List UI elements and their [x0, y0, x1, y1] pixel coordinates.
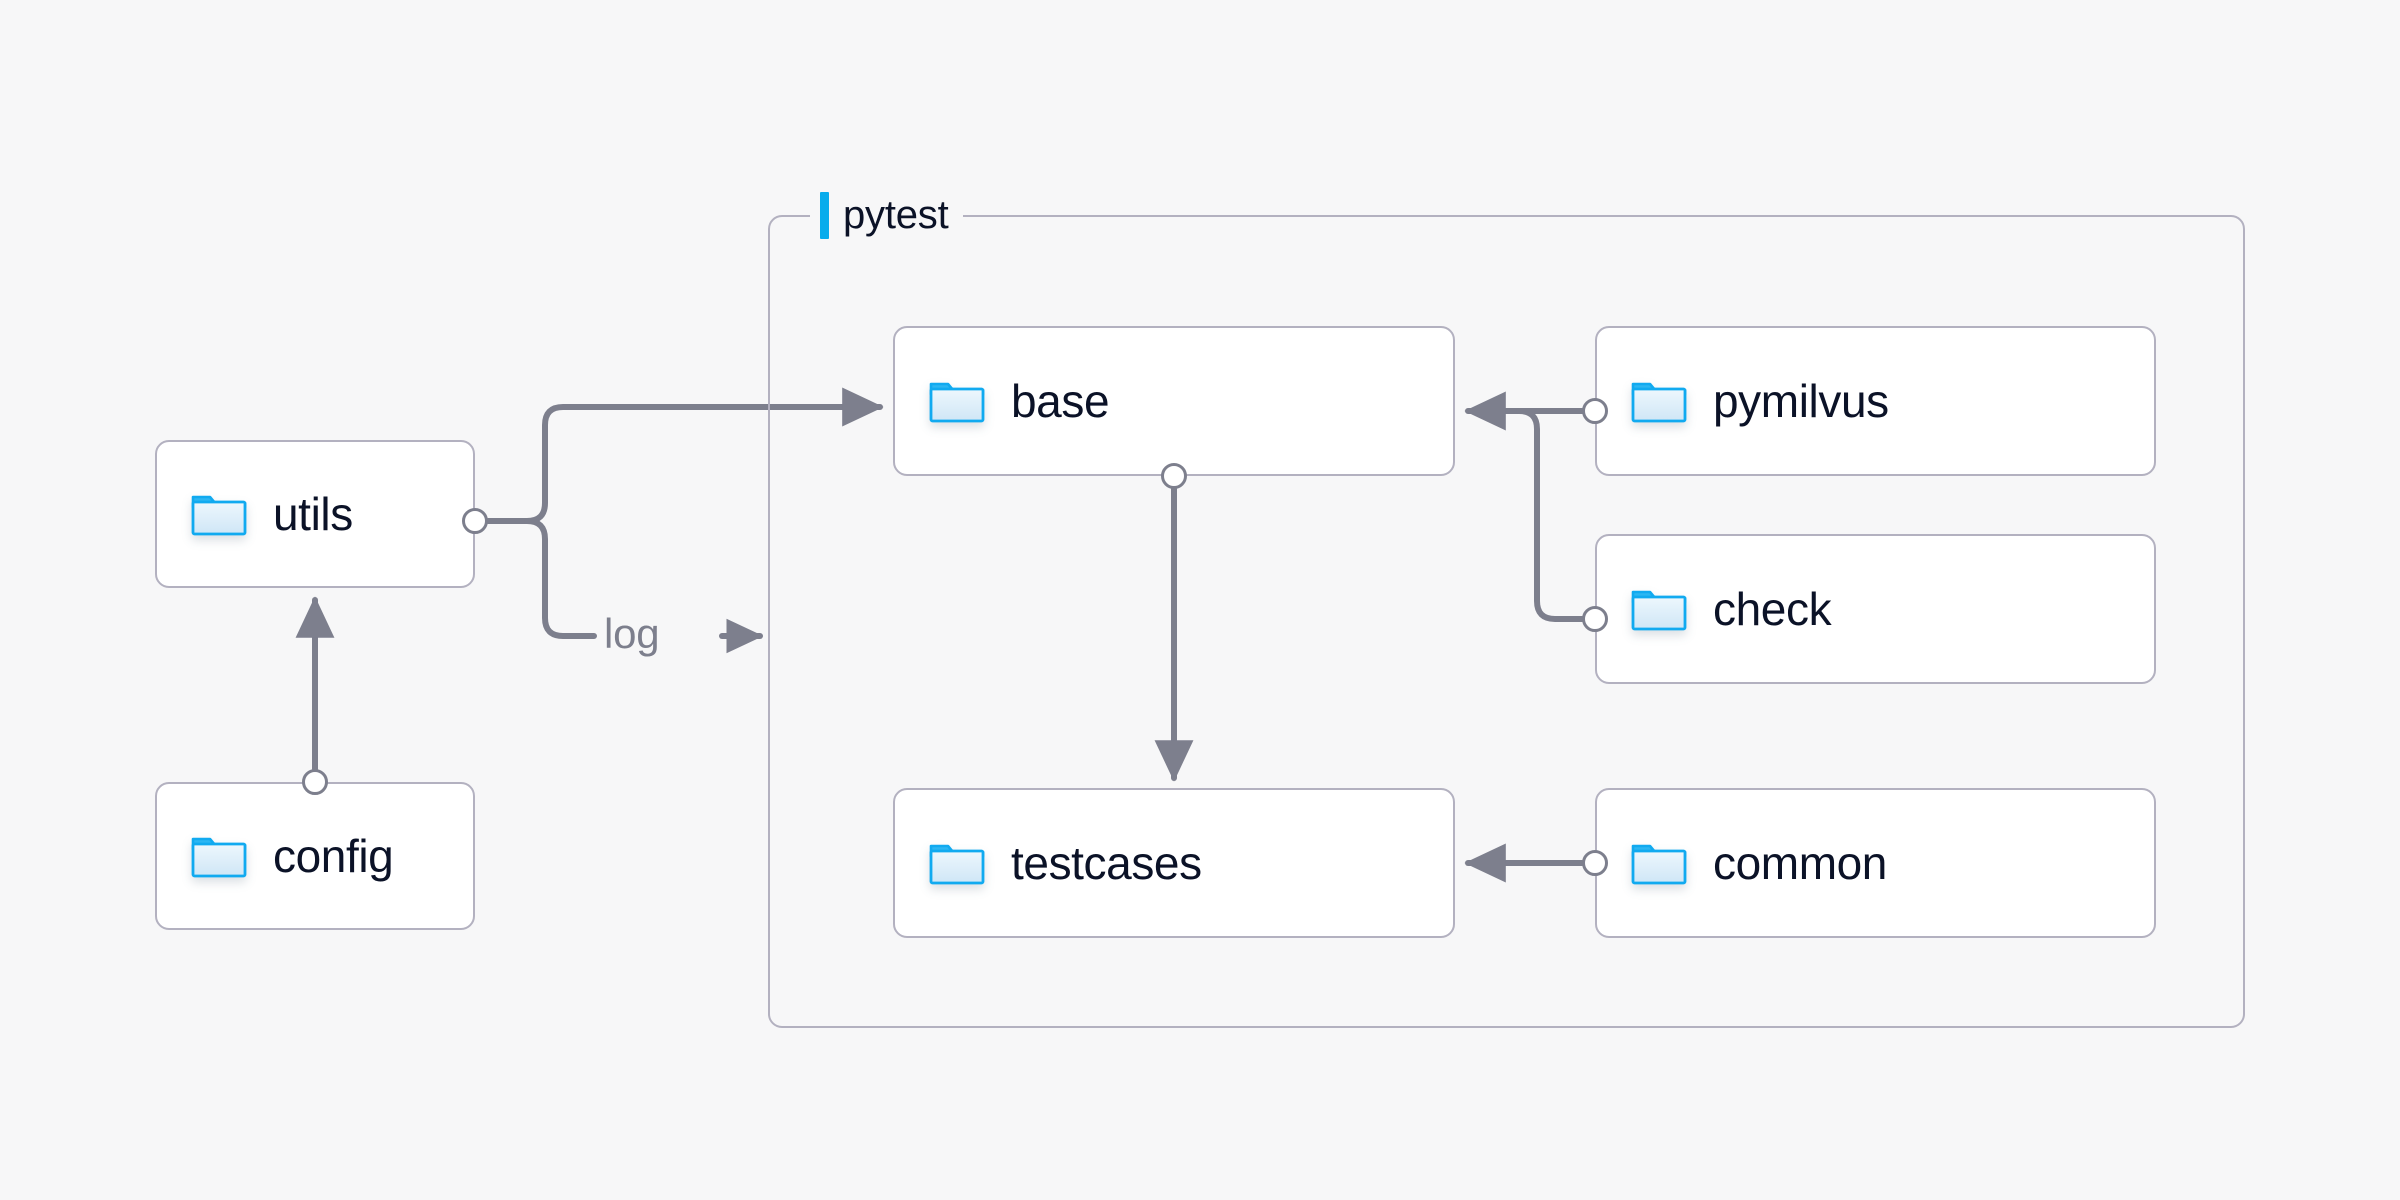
folder-icon: [191, 833, 247, 879]
folder-icon: [929, 378, 985, 424]
node-label: testcases: [1011, 837, 1202, 889]
folder-icon: [191, 491, 247, 537]
group-pytest[interactable]: [768, 215, 2245, 1028]
folder-icon: [1631, 378, 1687, 424]
port-utils-out[interactable]: [462, 508, 488, 534]
port-config-out[interactable]: [302, 769, 328, 795]
group-accent-bar: [820, 191, 829, 239]
node-label: check: [1713, 583, 1832, 635]
node-label: pymilvus: [1713, 375, 1889, 427]
node-label: base: [1011, 375, 1110, 427]
edge-label-log: log: [604, 610, 660, 657]
edge-utils-to-log: [524, 518, 597, 639]
port-common-out[interactable]: [1582, 850, 1608, 876]
folder-icon: [1631, 840, 1687, 886]
node-base[interactable]: base: [893, 326, 1455, 476]
port-check-out[interactable]: [1582, 606, 1608, 632]
node-check[interactable]: check: [1595, 534, 2156, 684]
node-label: common: [1713, 837, 1887, 889]
node-label: config: [273, 830, 394, 882]
folder-icon: [1631, 586, 1687, 632]
port-pymilvus-out[interactable]: [1582, 398, 1608, 424]
port-base-out[interactable]: [1161, 463, 1187, 489]
folder-icon: [929, 840, 985, 886]
node-pymilvus[interactable]: pymilvus: [1595, 326, 2156, 476]
node-config[interactable]: config: [155, 782, 475, 930]
node-utils[interactable]: utils: [155, 440, 475, 588]
group-pytest-label: pytest: [810, 187, 963, 243]
node-testcases[interactable]: testcases: [893, 788, 1455, 938]
node-label: utils: [273, 488, 353, 540]
group-title-text: pytest: [843, 193, 949, 237]
node-common[interactable]: common: [1595, 788, 2156, 938]
